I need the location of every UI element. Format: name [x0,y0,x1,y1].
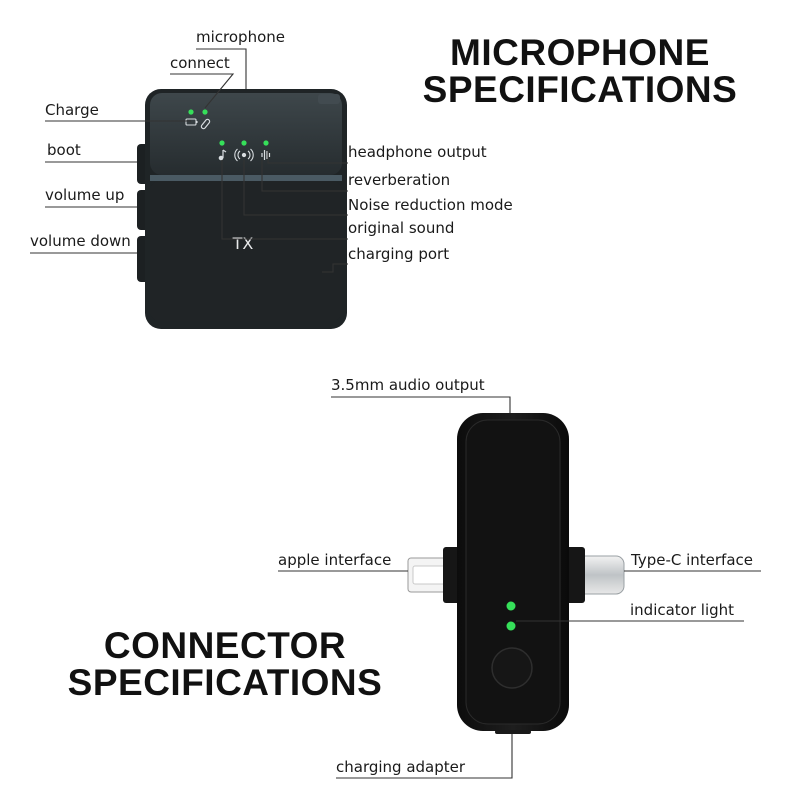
transmitter-top-panel [150,93,342,175]
microphone-specifications-heading: MICROPHONE SPECIFICATIONS [400,34,760,108]
indicator-led-top [506,601,516,611]
volume-down-label: volume down [30,232,131,250]
original-sound-label: original sound [348,219,455,237]
connect-label: connect [170,54,230,72]
microphone-transmitter [137,89,347,329]
type-c-interface-label: Type-C interface [631,551,754,569]
connector-button [491,647,533,689]
connector-leader-lines [278,396,761,779]
headphone-led [219,140,225,146]
broadcast-icon [234,148,254,162]
indicator-led-bottom [506,621,516,631]
microphone-label: microphone [196,28,285,46]
headphone-output-label: headphone output [348,143,487,161]
heading-line: MICROPHONE [450,32,710,73]
heading-line: SPECIFICATIONS [67,662,383,703]
device-marking: TX [232,234,254,253]
heading-line: CONNECTOR [103,625,347,666]
microphone-leader-lines [30,48,348,273]
noise-reduction-mode-label: Noise reduction mode [348,196,513,214]
audio-output-label: 3.5mm audio output [331,376,485,394]
charge-label: Charge [45,101,99,119]
waveform-icon [261,150,271,160]
connect-led [202,109,208,115]
indicator-light-label: indicator light [630,601,735,619]
boot-label: boot [47,141,81,159]
volume-up-label: volume up [45,186,125,204]
battery-icon [185,118,198,126]
apple-interface-label: apple interface [278,551,392,569]
connector-specifications-heading: CONNECTOR SPECIFICATIONS [45,627,405,701]
heading-line: SPECIFICATIONS [422,69,738,110]
reverb-led [241,140,247,146]
charge-led [188,109,194,115]
reverberation-label: reverberation [348,171,451,189]
noise-led [263,140,269,146]
note-icon [218,149,227,161]
charging-port-label: charging port [348,245,450,263]
link-icon [200,118,211,130]
connector-device [407,413,625,734]
charging-adapter-label: charging adapter [336,758,466,776]
